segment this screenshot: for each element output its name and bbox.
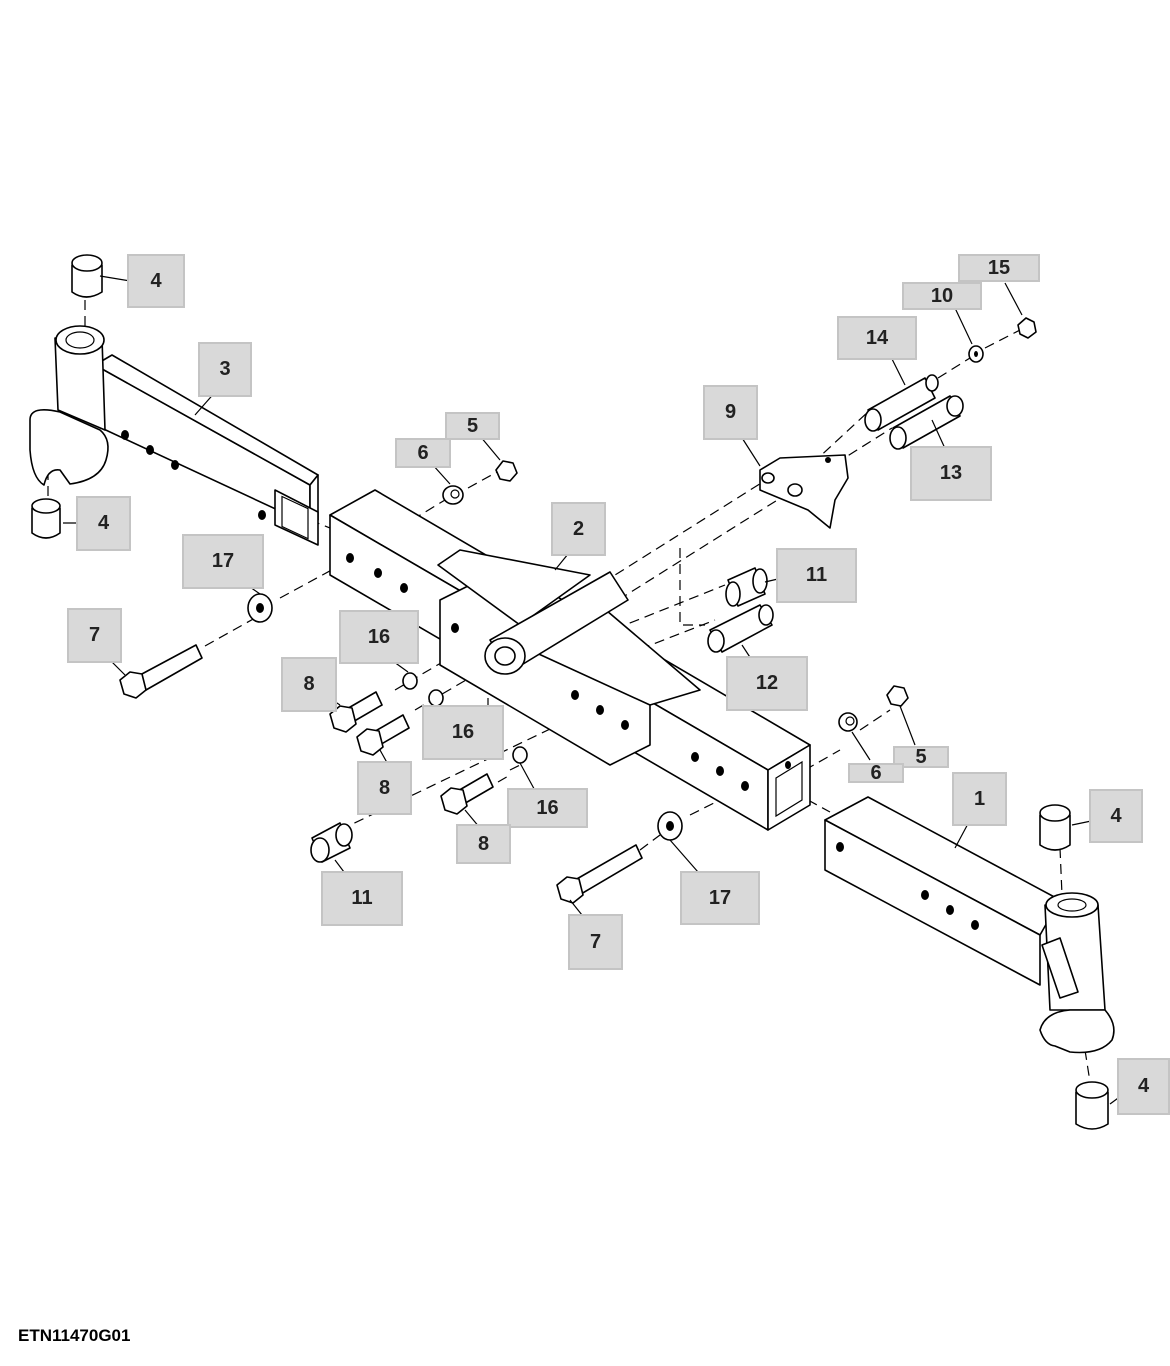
nut-5-lower (886, 685, 909, 707)
callout-13[interactable]: 13 (910, 446, 992, 501)
bolt-8-c (440, 773, 494, 815)
callout-6-upper[interactable]: 6 (395, 438, 451, 468)
spacer-6-upper (442, 485, 464, 505)
callout-7-right[interactable]: 7 (568, 914, 623, 970)
callout-4-upper-left[interactable]: 4 (127, 254, 185, 308)
callout-16-a[interactable]: 16 (339, 610, 419, 664)
callout-8-a[interactable]: 8 (281, 657, 337, 712)
bolt-8-a (329, 691, 383, 733)
bolt-8-b (356, 714, 410, 756)
washer-17-right (657, 811, 683, 841)
washer-17-left (247, 593, 273, 623)
bolt-7-right (556, 844, 643, 904)
callout-16-b[interactable]: 16 (422, 705, 504, 760)
callout-11-upper[interactable]: 11 (776, 548, 857, 603)
callout-3[interactable]: 3 (198, 342, 252, 397)
spacer-6-lower-bore (845, 716, 855, 726)
callout-4-lower-left[interactable]: 4 (76, 496, 131, 551)
callout-11-lower[interactable]: 11 (321, 871, 403, 926)
bushing-upper-left (71, 254, 103, 298)
pin-13 (889, 395, 964, 450)
bushing-lower-right (1075, 1081, 1109, 1130)
callout-6-lower[interactable]: 6 (848, 762, 904, 784)
main-axle-beam (329, 489, 811, 831)
bushing-lower-left (31, 498, 61, 539)
pin-14 (864, 374, 939, 432)
callout-5-upper[interactable]: 5 (445, 412, 500, 440)
callout-15[interactable]: 15 (958, 254, 1040, 282)
lockwasher-16-a (402, 672, 418, 690)
bushing-11-upper (725, 567, 768, 607)
callout-4-upper-right[interactable]: 4 (1089, 789, 1143, 843)
callout-9[interactable]: 9 (703, 385, 758, 440)
callout-17-left[interactable]: 17 (182, 534, 264, 589)
callout-1[interactable]: 1 (952, 772, 1007, 826)
callout-8-c[interactable]: 8 (456, 824, 511, 864)
bolt-7-left (119, 644, 203, 699)
callout-7-left[interactable]: 7 (67, 608, 122, 663)
callout-5-lower[interactable]: 5 (893, 746, 949, 768)
spacer-6-upper-bore (450, 489, 460, 499)
lockwasher-16-c (512, 746, 528, 764)
callout-2[interactable]: 2 (551, 502, 606, 556)
callout-8-b[interactable]: 8 (357, 761, 412, 815)
right-steering-arm (824, 796, 1115, 1054)
bushing-upper-right (1039, 804, 1071, 851)
callout-14[interactable]: 14 (837, 316, 917, 360)
bushing-11-lower (310, 822, 353, 863)
figure-id: ETN11470G01 (18, 1326, 131, 1345)
nut-15 (1017, 317, 1037, 339)
sleeve-12 (707, 604, 774, 653)
washer-10-hole (974, 351, 978, 357)
callout-12[interactable]: 12 (726, 656, 808, 711)
callout-4-lower-right[interactable]: 4 (1117, 1058, 1170, 1115)
callout-10[interactable]: 10 (902, 282, 982, 310)
callout-17-right[interactable]: 17 (680, 871, 760, 925)
lockwasher-16-b (428, 689, 444, 707)
mounting-bracket (759, 454, 849, 529)
left-steering-arm (29, 325, 319, 546)
callout-16-c[interactable]: 16 (507, 788, 588, 828)
nut-5-upper (495, 460, 518, 482)
